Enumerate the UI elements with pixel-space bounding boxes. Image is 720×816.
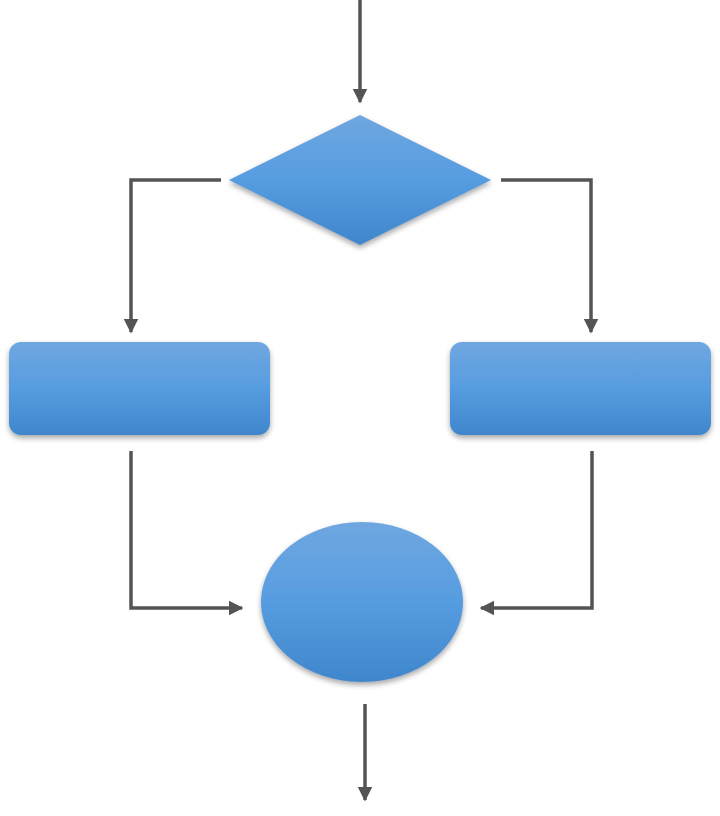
left-process-box[interactable] [9,342,270,435]
decision-node[interactable] [229,115,491,245]
right-process-box[interactable] [450,342,711,435]
connectors [123,0,599,802]
arrow-decision-to-left-process [123,178,221,334]
decision-diamond[interactable] [229,115,491,245]
arrow-right-process-to-end [479,451,594,616]
arrow-left-process-to-end [129,451,244,616]
left-process-node[interactable] [9,342,270,435]
right-process-node[interactable] [450,342,711,435]
end-node[interactable] [261,522,463,682]
end-ellipse[interactable] [261,522,463,682]
arrow-decision-to-right-process [501,178,599,334]
